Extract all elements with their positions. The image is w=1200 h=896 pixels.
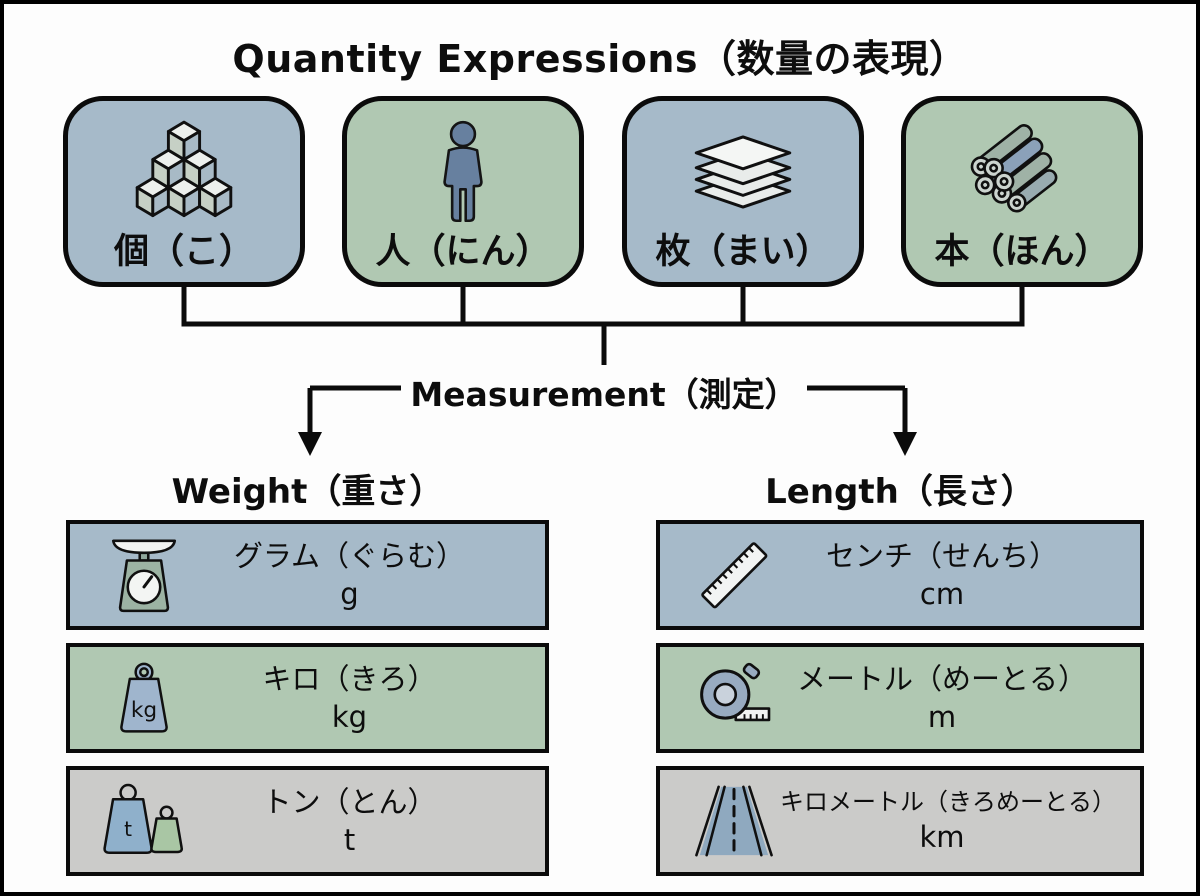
unit-symbol: km [919, 819, 965, 854]
arrowhead-right [893, 432, 917, 456]
counter-label: 枚（まい） [655, 232, 831, 272]
unit-row-ton: t トン（とん） t [66, 766, 549, 876]
unit-row-kilo: kg キロ（きろ） kg [66, 643, 549, 753]
unit-row-centi: センチ（せんち） cm [656, 520, 1144, 630]
counter-box-nin: 人（にん） [342, 96, 584, 287]
unit-symbol: m [927, 699, 957, 734]
unit-row-kilometer: キロメートル（きろめーとる） km [656, 766, 1144, 876]
counter-label: 個（こ） [113, 232, 254, 272]
sheets-icon [679, 101, 807, 235]
unit-name: トン（とん） [262, 784, 437, 819]
unit-symbol: g [340, 576, 359, 611]
page-title: Quantity Expressions（数量の表現） [232, 37, 968, 81]
unit-name: メートル（めーとる） [796, 661, 1087, 696]
length-heading: Length（長さ） [765, 472, 1035, 512]
counter-box-ko: 個（こ） [63, 96, 305, 287]
measurement-label: Measurement（測定） [410, 375, 798, 414]
svg-text:t: t [124, 817, 132, 841]
road-icon [688, 780, 780, 862]
unit-name: キロメートル（きろめーとる） [780, 787, 1116, 816]
svg-text:kg: kg [131, 698, 157, 723]
unit-row-meter: メートル（めーとる） m [656, 643, 1144, 753]
counter-label: 本（ほん） [934, 232, 1110, 272]
tape-measure-icon [688, 656, 780, 740]
kitchen-scale-icon [98, 533, 190, 617]
counter-label: 人（にん） [375, 232, 551, 272]
counter-box-mai: 枚（まい） [622, 96, 864, 287]
unit-symbol: cm [919, 576, 965, 611]
kilogram-weight-icon: kg [98, 656, 190, 740]
ton-weights-icon: t [98, 780, 190, 862]
arrowhead-left [298, 432, 322, 456]
ruler-icon [688, 533, 780, 617]
weight-heading: Weight（重さ） [171, 472, 444, 512]
person-icon [428, 101, 498, 235]
unit-symbol: t [343, 822, 356, 857]
unit-name: グラム（ぐらむ） [233, 538, 466, 573]
logs-icon [964, 101, 1080, 235]
unit-name: キロ（きろ） [262, 661, 437, 696]
counter-box-hon: 本（ほん） [901, 96, 1143, 287]
unit-symbol: kg [331, 699, 368, 734]
unit-name: センチ（せんち） [825, 538, 1058, 573]
cubes-icon [132, 101, 236, 235]
unit-row-gram: グラム（ぐらむ） g [66, 520, 549, 630]
